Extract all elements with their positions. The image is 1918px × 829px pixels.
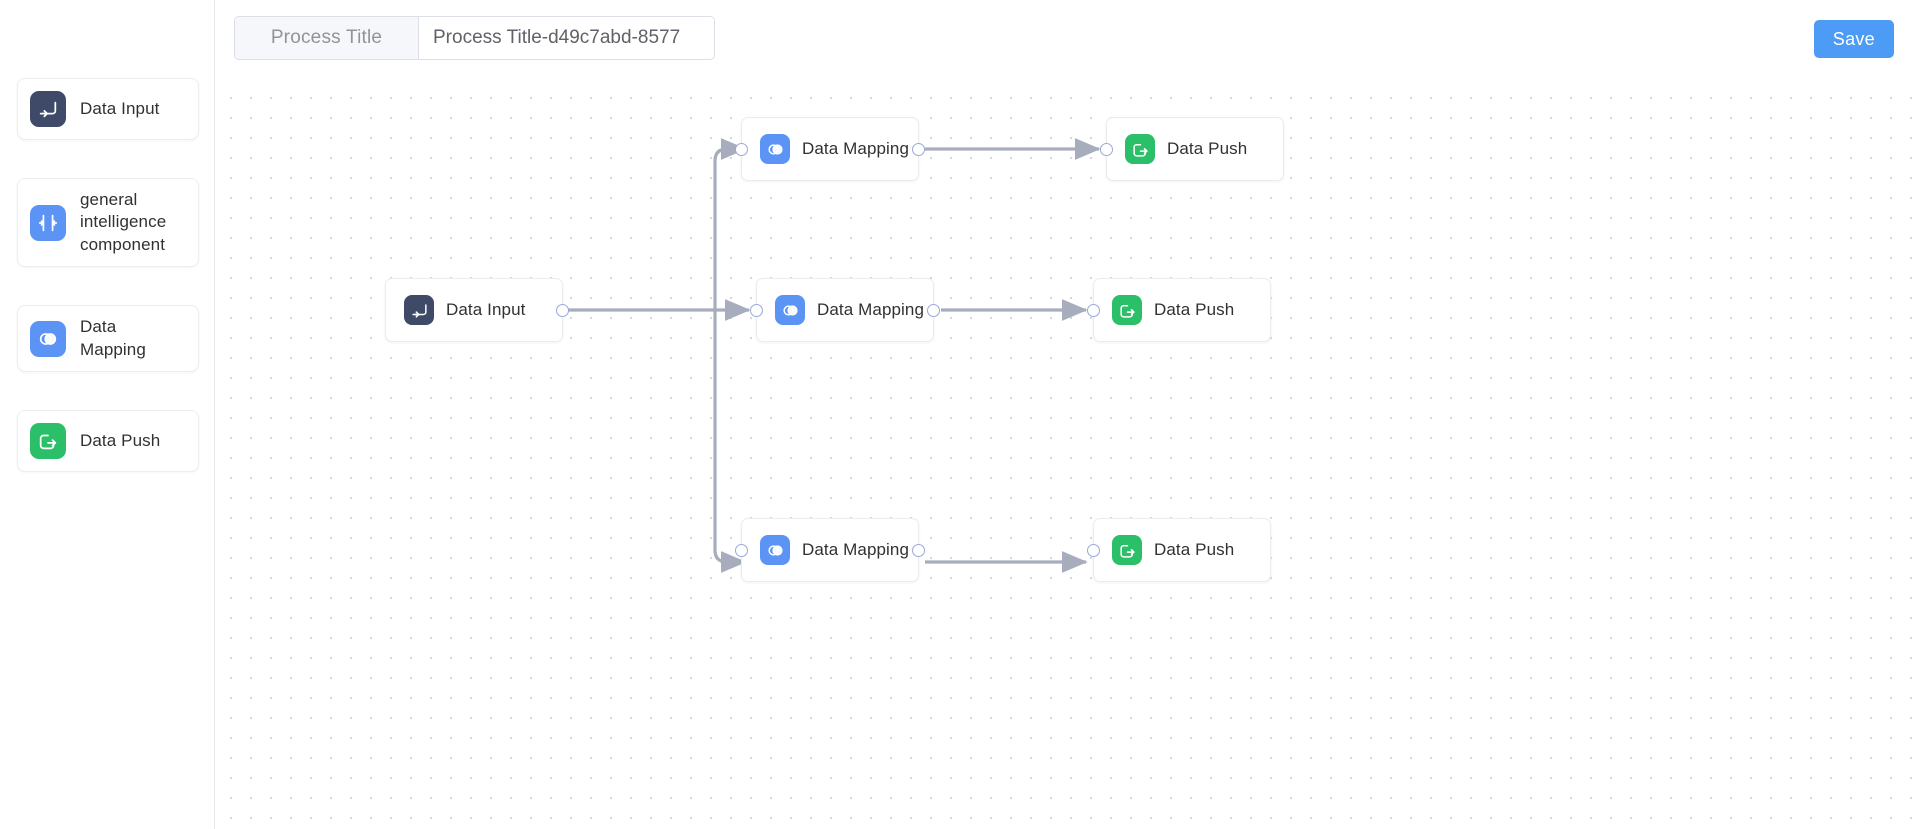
data-push-icon <box>1112 295 1142 325</box>
data-input-icon <box>404 295 434 325</box>
flow-node-data-mapping-3[interactable]: Data Mapping <box>735 518 925 582</box>
node-input-port[interactable] <box>735 142 748 156</box>
palette-item-label: general intelligence component <box>80 190 167 254</box>
flow-node-data-push-3[interactable]: Data Push <box>1087 518 1271 582</box>
palette-item-data-input[interactable]: Data Input <box>17 78 199 140</box>
general-intelligence-icon <box>30 204 66 241</box>
process-title-group: Process Title <box>234 16 715 60</box>
palette-item-label: Data Push <box>80 430 161 450</box>
data-push-icon <box>1112 535 1142 565</box>
palette-item-label: Data Mapping <box>80 317 146 359</box>
data-mapping-icon <box>30 320 66 357</box>
node-output-port[interactable] <box>912 142 925 156</box>
flow-node-data-mapping-1[interactable]: Data Mapping <box>735 117 925 181</box>
data-mapping-icon <box>775 295 805 325</box>
data-input-icon <box>30 91 66 127</box>
data-mapping-icon <box>760 134 790 164</box>
process-title-input[interactable] <box>419 17 714 59</box>
flow-canvas[interactable]: Data Input Data Mapping Data Push <box>215 82 1918 829</box>
flow-edges-layer <box>399 138 1101 573</box>
node-output-port[interactable] <box>556 303 569 317</box>
flow-node-data-input[interactable]: Data Input <box>385 278 569 342</box>
node-output-port[interactable] <box>927 303 940 317</box>
flow-node-label: Data Push <box>1154 540 1235 559</box>
data-push-icon <box>30 423 66 460</box>
palette-item-label: Data Input <box>80 98 160 118</box>
palette-item-general-intelligence-component[interactable]: general intelligence component <box>17 178 199 268</box>
flow-node-label: Data Push <box>1167 139 1248 158</box>
flow-node-label: Data Input <box>446 300 526 319</box>
palette-item-data-push[interactable]: Data Push <box>17 410 199 473</box>
component-palette-sidebar: Data Input general intelligence componen… <box>0 0 215 829</box>
node-input-port[interactable] <box>1087 543 1100 557</box>
palette-item-data-mapping[interactable]: Data Mapping <box>17 305 199 373</box>
flow-node-label: Data Mapping <box>802 139 910 158</box>
data-push-icon <box>1125 134 1155 164</box>
node-input-port[interactable] <box>750 303 763 317</box>
node-input-port[interactable] <box>1087 303 1100 317</box>
node-input-port[interactable] <box>735 543 748 557</box>
editor-header: Process Title Save <box>215 0 1918 82</box>
flow-node-label: Data Mapping <box>802 540 910 559</box>
flow-node-data-push-1[interactable]: Data Push <box>1100 117 1284 181</box>
data-mapping-icon <box>760 535 790 565</box>
flow-node-label: Data Push <box>1154 300 1235 319</box>
node-output-port[interactable] <box>912 543 925 557</box>
flow-node-data-push-2[interactable]: Data Push <box>1087 278 1271 342</box>
flow-node-data-mapping-2[interactable]: Data Mapping <box>750 278 940 342</box>
flow-node-label: Data Mapping <box>817 300 925 319</box>
process-title-label: Process Title <box>235 17 419 59</box>
save-button[interactable]: Save <box>1813 20 1894 58</box>
node-input-port[interactable] <box>1100 142 1113 156</box>
